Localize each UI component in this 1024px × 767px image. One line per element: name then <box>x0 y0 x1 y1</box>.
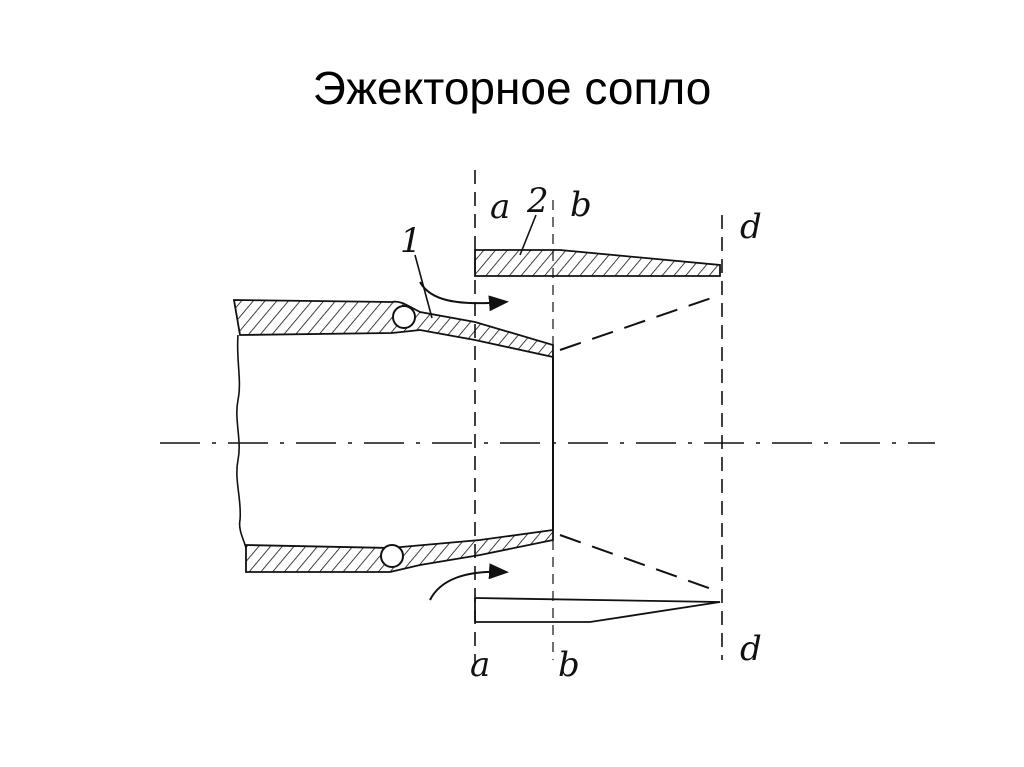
o-ring-bottom <box>380 544 404 568</box>
outer-sleeve-bottom <box>474 597 721 623</box>
jet-boundary-bottom <box>559 534 721 593</box>
flow-arrow-top <box>419 281 509 312</box>
flow-arrow-bottom <box>429 563 509 601</box>
inner-tube-wall-top <box>232 299 554 359</box>
leader-line-2 <box>519 214 537 256</box>
leader-line-1 <box>414 254 433 319</box>
label-1: 1 <box>400 221 422 261</box>
slide-title: Эжекторное сопло <box>312 62 712 114</box>
outer-sleeve-top <box>474 249 721 277</box>
label-a-top: a <box>490 187 510 227</box>
label-d-bottom: d <box>740 629 762 669</box>
label-b-bottom: b <box>558 645 580 685</box>
jet-boundary-top <box>559 294 721 351</box>
label-2: 2 <box>526 181 549 221</box>
o-ring-top <box>392 305 416 329</box>
inner-tube-break-line <box>236 334 247 549</box>
label-b-top: b <box>570 185 592 225</box>
label-a-bottom: a <box>470 645 490 685</box>
label-d-top: d <box>740 207 762 247</box>
